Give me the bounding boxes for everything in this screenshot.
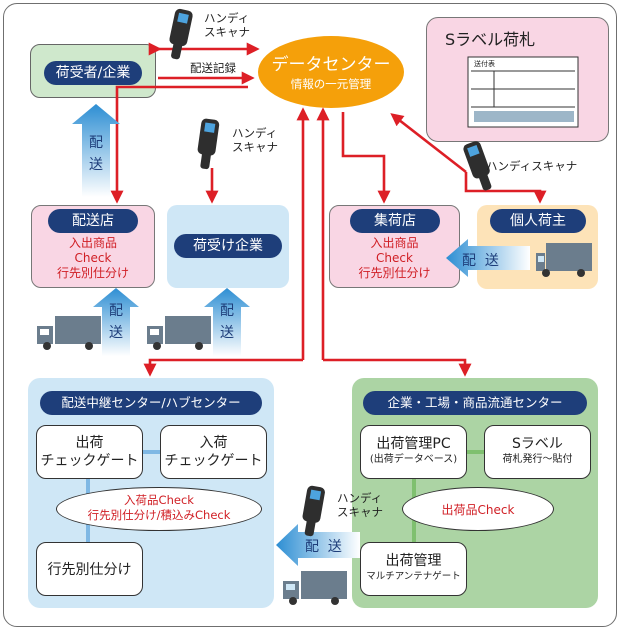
truck-individual-icon [536, 243, 592, 277]
individual-shipper-title: 個人荷主 [490, 209, 586, 233]
shipping-pc-box: 出荷管理PC (出荷データベース) [360, 425, 467, 479]
scanner-label-top: ハンディスキャナ [204, 11, 250, 39]
up-arrow-receiving-company [204, 288, 250, 356]
haisou-kiroku-label: 配送記録 [190, 61, 236, 75]
delivery-label-consignee: 配送 [89, 135, 103, 173]
delivery-label-delivery-store: 配送 [109, 303, 123, 341]
data-center-subtitle: 情報の一元管理 [290, 77, 372, 91]
scanner-icon-top [169, 8, 193, 60]
hub-check-ellipse [56, 487, 262, 531]
truck-delivery-store-icon [37, 316, 101, 350]
left-arrow-individual [446, 239, 530, 277]
distribution-center-title: 企業・工場・商品流通センター [363, 391, 587, 415]
truck-receiving-company-icon [147, 316, 211, 350]
delivery-label-receiving: 配送 [220, 303, 234, 341]
data-center-ellipse [258, 36, 404, 108]
shipping-check-text: 出荷品Check [441, 503, 515, 517]
scanner-icon-bottom [302, 485, 325, 537]
scanner-icon-middle [197, 118, 220, 170]
up-arrow-consignee [72, 104, 120, 197]
delivery-label-individual: 配 送 [462, 253, 499, 269]
slip-title: 送付表 [474, 60, 495, 68]
scanner-label-bottom: ハンディスキャナ [337, 491, 383, 519]
truck-distribution-icon [283, 571, 347, 605]
consignee-label: 荷受者/企業 [44, 61, 142, 85]
in-gate-box: 入荷チェックゲート [160, 425, 267, 479]
label-panel-title: Sラベル荷札 [445, 30, 536, 49]
out-gate-box: 出荷チェックゲート [36, 425, 143, 479]
collection-store-title: 集荷店 [350, 209, 440, 233]
barcode [474, 111, 574, 122]
shipping-mgmt-box: 出荷管理 マルチアンテナゲート [360, 542, 467, 596]
left-arrow-distribution [276, 524, 360, 566]
sorting-box: 行先別仕分け [36, 542, 143, 596]
up-arrow-delivery-store [93, 288, 139, 356]
delivery-store-title: 配送店 [48, 209, 138, 233]
slabel-box: Sラベル 荷札発行〜貼付 [484, 425, 591, 479]
scanner-icon-right [463, 141, 492, 191]
shipping-check-ellipse [402, 487, 554, 531]
scanner-label-right: ハンディスキャナ [486, 159, 578, 173]
scanner-label-middle: ハンディスキャナ [232, 126, 278, 154]
receiving-company-title: 荷受け企業 [174, 234, 282, 258]
hub-center-title: 配送中継センター/ハブセンター [40, 391, 262, 415]
data-center-title: データセンター [271, 55, 391, 75]
delivery-label-distribution: 配 送 [305, 539, 342, 555]
